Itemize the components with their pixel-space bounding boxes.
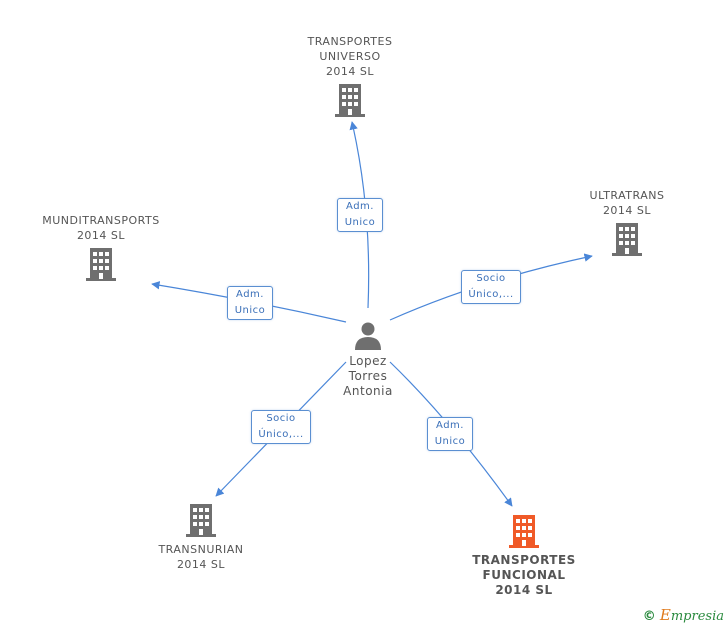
- brand-logo-letter: E: [659, 606, 671, 624]
- building-icon: [186, 504, 216, 537]
- person-name: Lopez Torres Antonia: [343, 354, 393, 398]
- brand-logo-text: mpresia: [670, 609, 724, 624]
- copyright-branding: © Empresia: [643, 606, 724, 624]
- company-name: TRANSPORTES UNIVERSO 2014 SL: [307, 35, 393, 78]
- edge-label-transnurian[interactable]: Socio Único,...: [251, 410, 311, 444]
- company-node-funcional[interactable]: TRANSPORTES FUNCIONAL 2014 SL: [464, 513, 584, 598]
- person-node[interactable]: Lopez Torres Antonia: [322, 320, 414, 399]
- building-icon: [335, 84, 365, 117]
- company-name: MUNDITRANSPORTS 2014 SL: [42, 214, 160, 242]
- edge-label-universo[interactable]: Adm. Unico: [337, 198, 383, 232]
- building-icon: [509, 515, 539, 548]
- building-icon: [612, 223, 642, 256]
- company-node-munditransports[interactable]: MUNDITRANSPORTS 2014 SL: [36, 213, 166, 286]
- person-icon: [355, 322, 381, 350]
- company-name: TRANSPORTES FUNCIONAL 2014 SL: [472, 553, 576, 597]
- edge-label-ultratrans[interactable]: Socio Único,...: [461, 270, 521, 304]
- company-name: TRANSNURIAN 2014 SL: [158, 543, 244, 571]
- company-node-universo[interactable]: TRANSPORTES UNIVERSO 2014 SL: [290, 34, 410, 122]
- copyright-symbol: ©: [642, 609, 656, 624]
- company-node-ultratrans[interactable]: ULTRATRANS 2014 SL: [572, 188, 682, 261]
- company-node-transnurian[interactable]: TRANSNURIAN 2014 SL: [146, 502, 256, 572]
- edge-label-munditransports[interactable]: Adm. Unico: [227, 286, 273, 320]
- edge-label-funcional[interactable]: Adm. Unico: [427, 417, 473, 451]
- company-name: ULTRATRANS 2014 SL: [589, 189, 665, 217]
- building-icon: [86, 248, 116, 281]
